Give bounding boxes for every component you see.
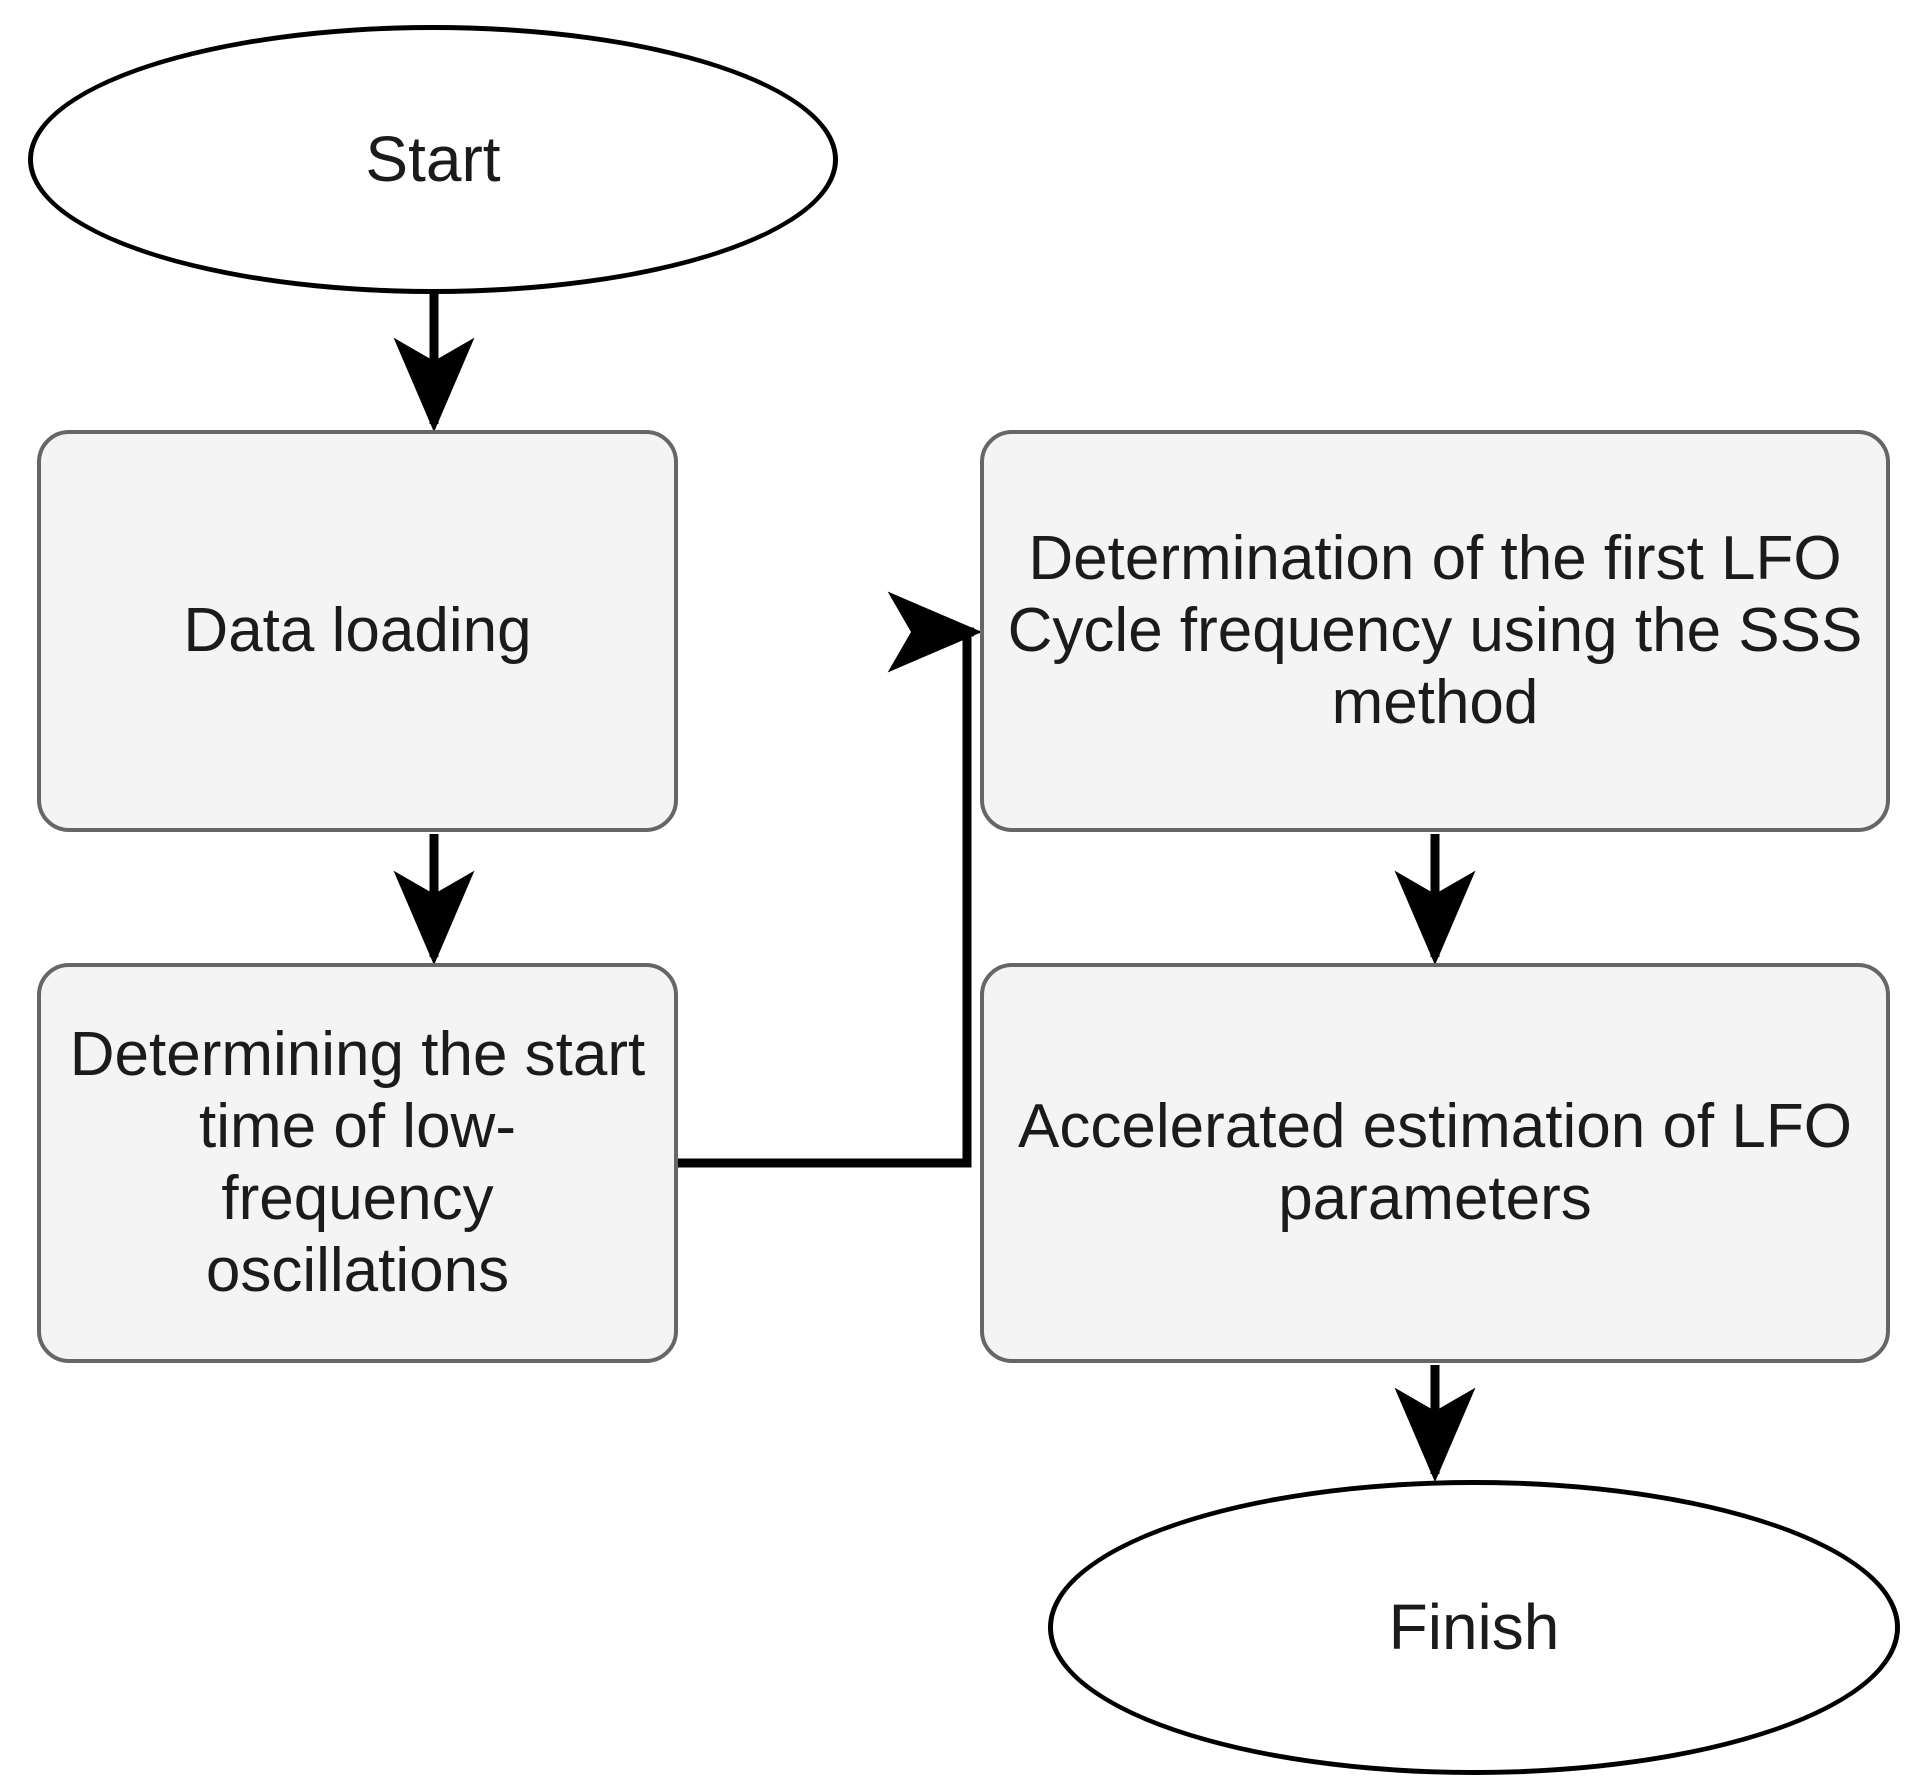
node-first-lfo-cycle-frequency-label: Determination of the first LFO Cycle fre… (1007, 524, 1863, 737)
node-accelerated-estimation[interactable]: Accelerated estimation of LFO parameters (980, 963, 1890, 1363)
node-start[interactable]: Start (28, 25, 838, 294)
node-first-lfo-cycle-frequency[interactable]: Determination of the first LFO Cycle fre… (980, 430, 1890, 832)
node-data-loading-label: Data loading (183, 596, 532, 666)
node-finish[interactable]: Finish (1048, 1480, 1900, 1775)
node-finish-label: Finish (1388, 1591, 1560, 1664)
node-data-loading[interactable]: Data loading (37, 430, 678, 832)
node-accelerated-estimation-label: Accelerated estimation of LFO parameters (1018, 1092, 1852, 1233)
node-determining-start-time[interactable]: Determining the start time of low-freque… (37, 963, 678, 1363)
edge-start-time-to-first-lfo (678, 591, 983, 1168)
node-start-label: Start (365, 123, 501, 196)
node-determining-start-time-label: Determining the start time of low-freque… (69, 1020, 646, 1305)
